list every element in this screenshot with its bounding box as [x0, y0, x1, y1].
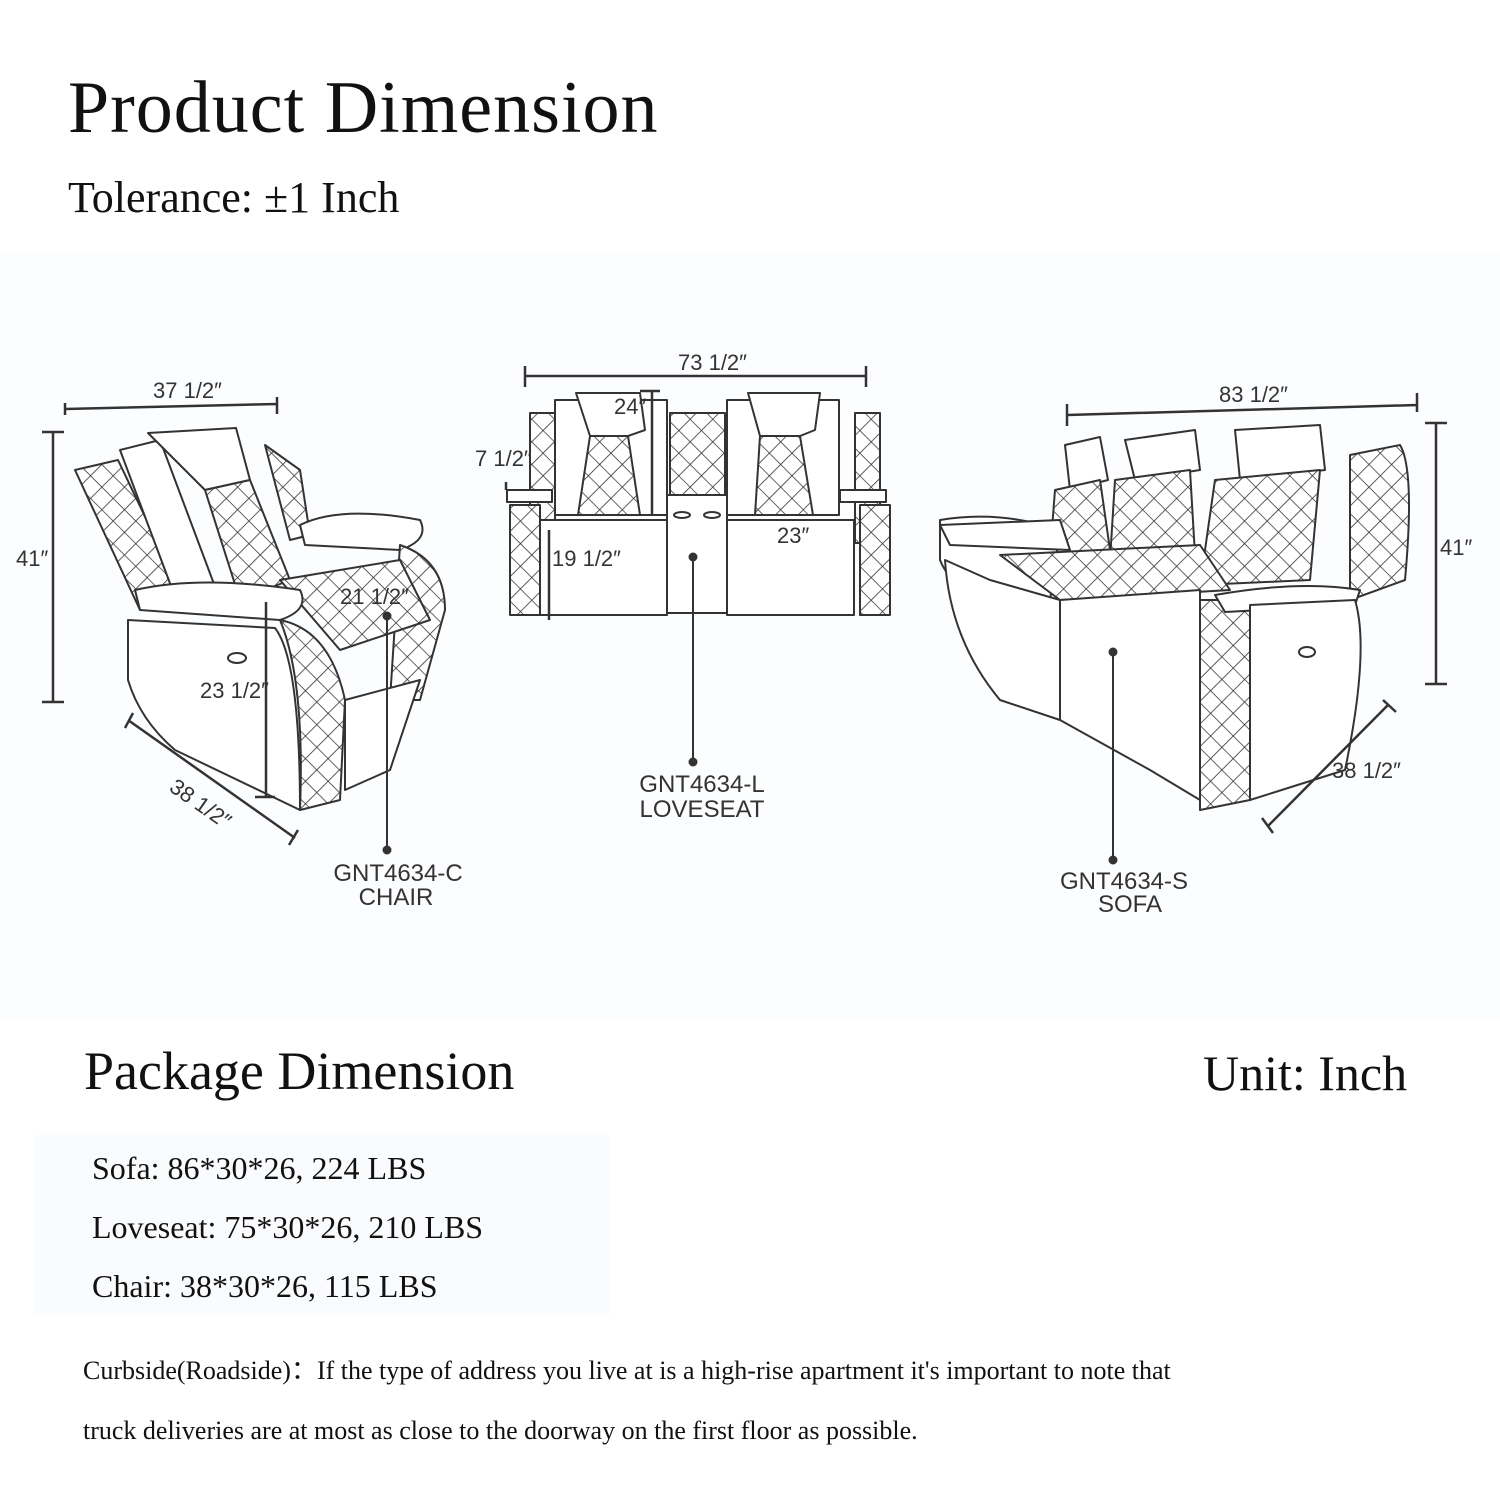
sofa-width-label: 83 1/2″: [1219, 382, 1288, 407]
sofa-height-label: 41″: [1440, 535, 1472, 560]
loveseat-drawing: [506, 392, 891, 616]
loveseat-arm-height-label: 7 1/2″: [475, 446, 532, 471]
package-item-sofa: Sofa: 86*30*26, 224 LBS: [92, 1150, 427, 1186]
sofa-depth-label: 38 1/2″: [1332, 758, 1401, 783]
sofa-drawing: [939, 424, 1410, 811]
loveseat-width-label: 73 1/2″: [678, 350, 747, 375]
package-item-chair: Chair: 38*30*26, 115 LBS: [92, 1268, 438, 1304]
dimension-diagram: 37 1/2″ 41″ 21 1/2″ 23 1/2″ 38 1/2″ GNT4…: [0, 250, 1500, 1020]
tolerance-text: Tolerance: ±1 Inch: [68, 173, 400, 222]
page-title: Product Dimension: [68, 67, 659, 149]
chair-model-label: GNT4634-C: [333, 860, 462, 887]
chair-seat-depth-label: 21 1/2″: [340, 584, 409, 609]
sofa-dimension-lines: [1065, 393, 1447, 860]
delivery-note-line-1: Curbside(Roadside)：If the type of addres…: [83, 1356, 1171, 1385]
package-dimension-title: Package Dimension: [84, 1041, 515, 1101]
package-list: [34, 1135, 609, 1315]
chair-drawing: [74, 427, 446, 811]
loveseat-seat-width-label: 23″: [777, 523, 809, 548]
chair-dimension-lines: [42, 397, 388, 850]
chair-name-label: CHAIR: [359, 884, 434, 911]
loveseat-back-height-label: 24″: [614, 394, 646, 419]
chair-width-label: 37 1/2″: [153, 378, 222, 403]
unit-label: Unit: Inch: [1203, 1045, 1408, 1101]
loveseat-dimension-lines: [504, 366, 868, 762]
sofa-model-label: GNT4634-S: [1060, 868, 1188, 895]
package-item-loveseat: Loveseat: 75*30*26, 210 LBS: [92, 1209, 484, 1245]
chair-seat-height-label: 23 1/2″: [200, 678, 269, 703]
sofa-name-label: SOFA: [1098, 891, 1162, 918]
chair-depth-label: 38 1/2″: [165, 774, 236, 834]
chair-height-label: 41″: [16, 546, 48, 571]
loveseat-model-label: GNT4634-L: [639, 771, 764, 798]
loveseat-seat-height-label: 19 1/2″: [552, 546, 621, 571]
delivery-note-line-2: truck deliveries are at most as close to…: [83, 1416, 918, 1445]
loveseat-name-label: LOVESEAT: [640, 796, 765, 823]
